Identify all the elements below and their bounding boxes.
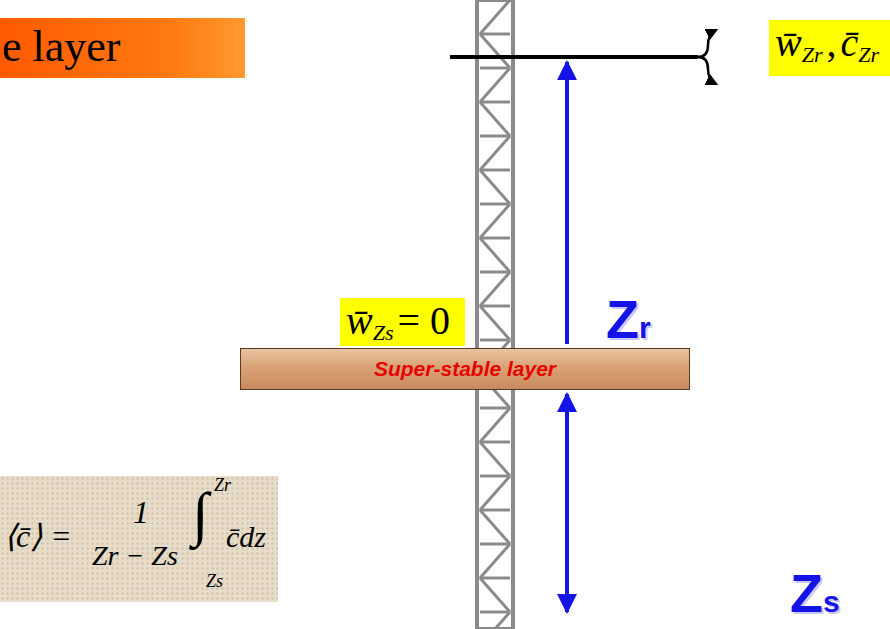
tower-brace [480, 442, 510, 476]
tower-rung [480, 169, 510, 172]
tower-frame [477, 0, 513, 629]
tower-brace [480, 612, 510, 629]
tower-rung [480, 237, 510, 240]
tower-rung [480, 33, 510, 36]
tower-rung [480, 67, 510, 70]
tower-brace [480, 578, 510, 612]
node-text: w̄ [346, 298, 373, 344]
tower-brace [480, 272, 510, 306]
formula-term: ⟨c̄⟩ = [4, 520, 72, 552]
formula-term: c̄dz [226, 522, 266, 552]
tower-brace [480, 0, 510, 34]
node-text: Zr [802, 44, 823, 66]
tower-rung [480, 577, 510, 580]
tower-brace [480, 476, 510, 510]
formula-term: Zr [214, 476, 231, 494]
height-arrow-zr [565, 62, 569, 344]
tower-brace [480, 102, 510, 136]
tower-brace [480, 510, 510, 544]
formula-term: Zr − Zs [92, 542, 178, 570]
node-text: , [826, 20, 836, 66]
height-label: Zr [606, 292, 651, 346]
node-text: Super-stable layer [374, 357, 556, 381]
tower-rung [480, 271, 510, 274]
formula-box: ⟨c̄⟩ = 1 Zr − Zs ∫ ZrZs c̄dz [0, 476, 278, 602]
formula-term: Zs [206, 572, 223, 590]
lattice-tower [477, 0, 513, 629]
title-box: e layer [0, 18, 245, 78]
node-text: Zs [373, 322, 394, 344]
tower-rung [480, 441, 510, 444]
tower-rung [480, 135, 510, 138]
flux-variable-box: w̄Zr,c̄Zr [769, 20, 890, 76]
tower-rung [480, 407, 510, 410]
tower-rung [480, 305, 510, 308]
tower-brace [480, 544, 510, 578]
node-text: = 0 [397, 298, 450, 344]
tower-rung [480, 509, 510, 512]
tower-rung [480, 339, 510, 342]
tower-brace [480, 408, 510, 442]
tower-rung [480, 203, 510, 206]
node-text: Zr [858, 44, 879, 66]
tower-rung [480, 101, 510, 104]
flux-arrow-down [698, 57, 716, 84]
super-stable-band: Super-stable layer [240, 348, 690, 390]
formula-term: 1 [133, 496, 149, 528]
formula-term: ∫ [192, 484, 208, 544]
height-label: Zs [790, 566, 840, 620]
node-text: c̄ [840, 20, 858, 66]
tower-rung [480, 611, 510, 614]
tower-brace [480, 238, 510, 272]
tower-brace [480, 170, 510, 204]
zero-velocity-box: w̄Zs= 0 [340, 298, 465, 346]
sensor-boom [450, 55, 698, 59]
height-arrow-zs [565, 394, 569, 612]
tower-brace [480, 306, 510, 340]
tower-brace [480, 34, 510, 68]
tower-rung [480, 0, 510, 2]
node-text: w̄ [775, 20, 802, 66]
tower-brace [480, 136, 510, 170]
node-text: e layer [0, 22, 120, 71]
tower-rung [480, 475, 510, 478]
tower-brace [480, 204, 510, 238]
tower-brace [480, 68, 510, 102]
flux-arrow-up [698, 30, 716, 57]
tower-rung [480, 543, 510, 546]
